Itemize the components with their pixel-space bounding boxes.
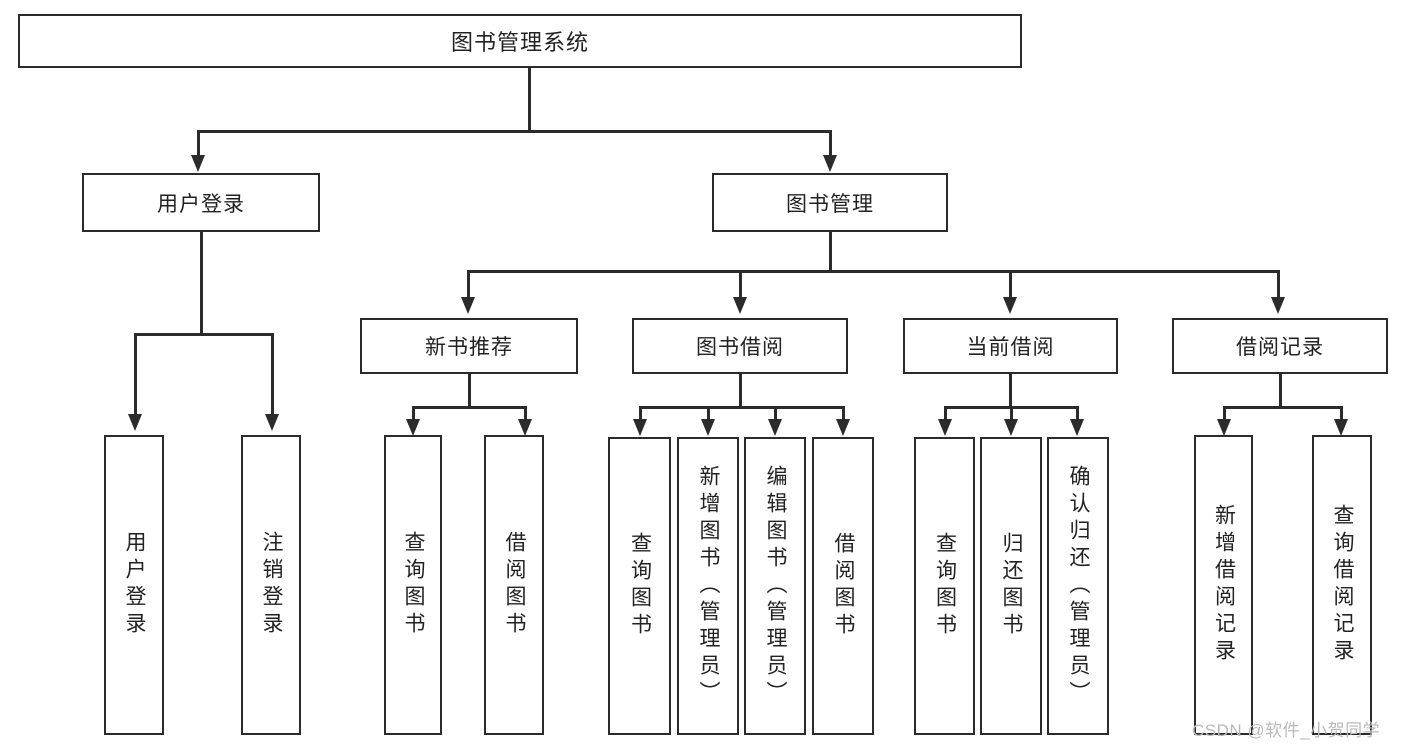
arrowhead-current-borrow-leaf-3 xyxy=(1070,419,1084,436)
leaf-add-book-admin[interactable]: 新增图书（管理员） xyxy=(677,437,739,735)
leaf-add-borrow-record[interactable]: 新增借阅记录 xyxy=(1194,435,1253,735)
leaf-borrow-book[interactable]: 借阅图书 xyxy=(812,437,874,735)
node-book-management[interactable]: 图书管理 xyxy=(712,173,948,232)
arrowhead-book-borrow-leaf-4 xyxy=(836,419,850,436)
arrowhead-new-book-leaf-1 xyxy=(406,419,420,436)
connector-new-book-leaf-2 xyxy=(524,406,527,422)
connector-book-borrow-leaf-3 xyxy=(774,406,777,422)
arrowhead-borrow-record-leaf-1 xyxy=(1217,419,1231,436)
arrowhead-root-to-book-management xyxy=(823,155,837,172)
node-user-login[interactable]: 用户登录 xyxy=(82,173,320,232)
connector-book-management-stem xyxy=(829,232,832,272)
connector-current-borrow-leaf-2 xyxy=(1010,406,1013,422)
connector-user-login-bar xyxy=(134,333,273,336)
arrowhead-user-login-leaf-2 xyxy=(265,414,279,431)
connector-book-borrow-leaf-4 xyxy=(842,406,845,422)
connector-borrow-record-bar xyxy=(1223,406,1342,409)
connector-current-borrow-leaf-3 xyxy=(1076,406,1079,422)
connector-user-login-stem xyxy=(200,232,203,335)
leaf-logout[interactable]: 注销登录 xyxy=(241,435,301,735)
arrowhead-current-borrow-leaf-1 xyxy=(938,419,952,436)
connector-root-to-user-login xyxy=(197,130,200,159)
connector-book-borrow-leaf-1 xyxy=(639,406,642,422)
leaf-edit-book-admin[interactable]: 编辑图书（管理员） xyxy=(744,437,806,735)
connector-bm-to-current-borrow xyxy=(1009,270,1012,300)
connector-book-borrow-bar xyxy=(639,406,844,409)
connector-book-borrow-stem xyxy=(739,374,742,408)
arrowhead-book-borrow-leaf-2 xyxy=(701,419,715,436)
node-borrow-record[interactable]: 借阅记录 xyxy=(1172,318,1388,374)
arrowhead-user-login-leaf-1 xyxy=(128,414,142,431)
arrowhead-bm-book-borrow xyxy=(733,297,747,314)
arrowhead-current-borrow-leaf-2 xyxy=(1004,419,1018,436)
arrowhead-borrow-record-leaf-2 xyxy=(1334,419,1348,436)
arrowhead-book-borrow-leaf-1 xyxy=(633,419,647,436)
connector-book-borrow-leaf-2 xyxy=(707,406,710,422)
connector-bm-to-borrow-record xyxy=(1277,270,1280,300)
arrowhead-bm-new-book xyxy=(461,297,475,314)
connector-borrow-record-leaf-1 xyxy=(1223,406,1226,422)
connector-root-bar xyxy=(197,130,831,133)
leaf-borrow-book-recommend[interactable]: 借阅图书 xyxy=(484,435,544,735)
arrowhead-book-borrow-leaf-3 xyxy=(768,419,782,436)
node-current-borrow[interactable]: 当前借阅 xyxy=(903,318,1118,374)
leaf-query-book-borrow[interactable]: 查询图书 xyxy=(608,437,671,735)
connector-user-login-to-leaf-2 xyxy=(271,333,274,417)
connector-bm-to-book-borrow xyxy=(739,270,742,300)
connector-borrow-record-leaf-2 xyxy=(1340,406,1343,422)
connector-root-to-book-management xyxy=(829,130,832,159)
connector-new-book-stem xyxy=(468,374,471,408)
leaf-query-borrow-record[interactable]: 查询借阅记录 xyxy=(1312,435,1372,735)
connector-book-management-bar xyxy=(467,270,1278,273)
connector-borrow-record-stem xyxy=(1279,374,1282,408)
node-book-borrow[interactable]: 图书借阅 xyxy=(632,318,848,374)
leaf-confirm-return-admin[interactable]: 确认归还（管理员） xyxy=(1047,437,1109,735)
arrowhead-root-to-user-login xyxy=(191,155,205,172)
leaf-return-book[interactable]: 归还图书 xyxy=(980,437,1042,735)
node-new-book-recommend[interactable]: 新书推荐 xyxy=(360,318,578,374)
connector-new-book-bar xyxy=(412,406,526,409)
arrowhead-bm-borrow-record xyxy=(1271,297,1285,314)
connector-current-borrow-stem xyxy=(1009,374,1012,408)
connector-bm-to-new-book xyxy=(467,270,470,300)
connector-user-login-to-leaf-1 xyxy=(134,333,137,417)
connector-new-book-leaf-1 xyxy=(412,406,415,422)
leaf-query-book-current[interactable]: 查询图书 xyxy=(914,437,975,735)
arrowhead-bm-current-borrow xyxy=(1003,297,1017,314)
leaf-query-book-recommend[interactable]: 查询图书 xyxy=(384,435,442,735)
arrowhead-new-book-leaf-2 xyxy=(518,419,532,436)
leaf-user-login[interactable]: 用户登录 xyxy=(104,435,164,735)
connector-current-borrow-leaf-1 xyxy=(944,406,947,422)
node-root-book-management-system[interactable]: 图书管理系统 xyxy=(18,14,1022,68)
connector-root-stem xyxy=(528,68,531,131)
